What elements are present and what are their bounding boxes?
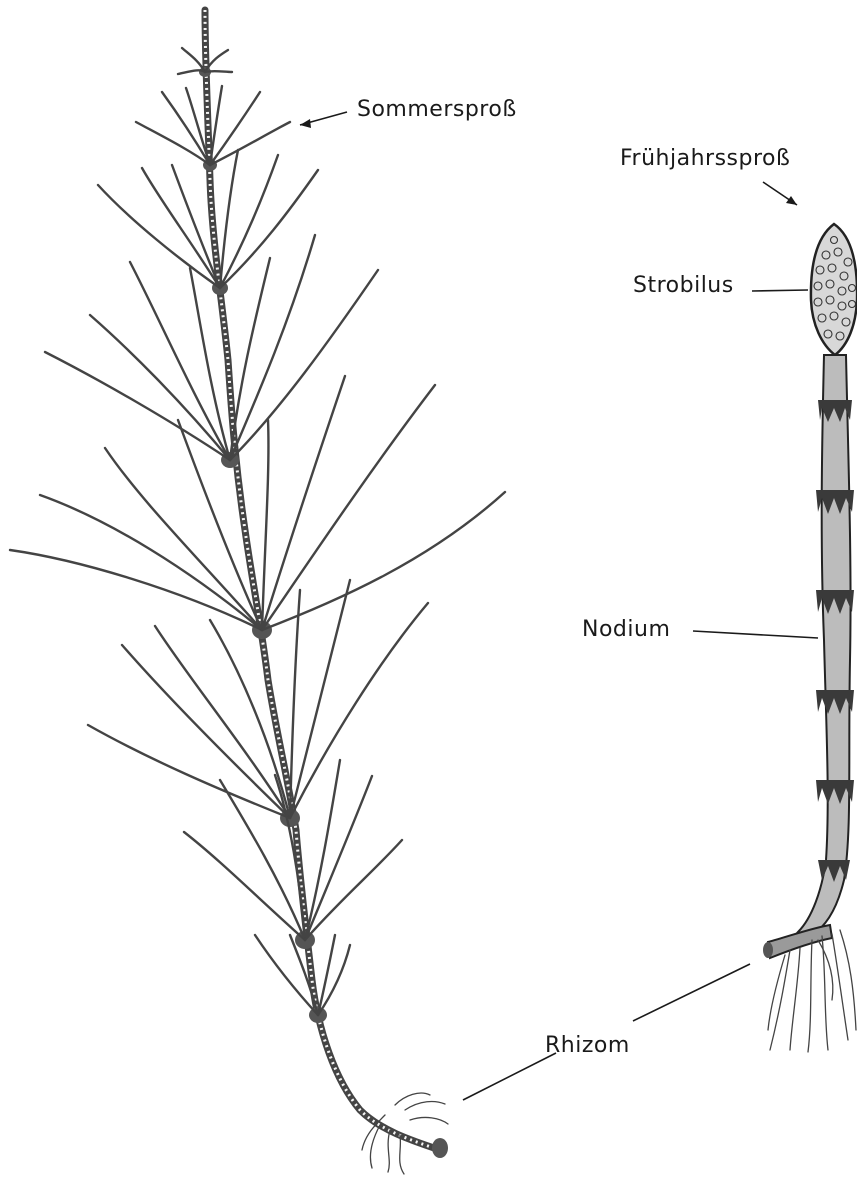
leader-lines [300, 112, 818, 1100]
label-strobilus: Strobilus [633, 273, 734, 298]
label-sommerspross: Sommersproß [357, 97, 517, 122]
summer-rhizome-end [432, 1138, 448, 1158]
label-rhizom: Rhizom [545, 1033, 630, 1058]
summer-branches [10, 48, 505, 1015]
label-nodium: Nodium [582, 617, 670, 642]
leader-rhizom-spring [633, 964, 750, 1021]
summer-whorl-nodes [199, 67, 327, 1023]
label-fruehjahrsspross: Frühjahrssproß [620, 146, 790, 171]
summer-roots [362, 1093, 448, 1174]
leader-nodium [693, 631, 818, 638]
spring-shoot-stem [798, 355, 851, 935]
leader-strobilus [752, 290, 808, 291]
leader-rhizom-summer [463, 1053, 556, 1100]
summer-shoot-illustration [10, 10, 505, 1174]
